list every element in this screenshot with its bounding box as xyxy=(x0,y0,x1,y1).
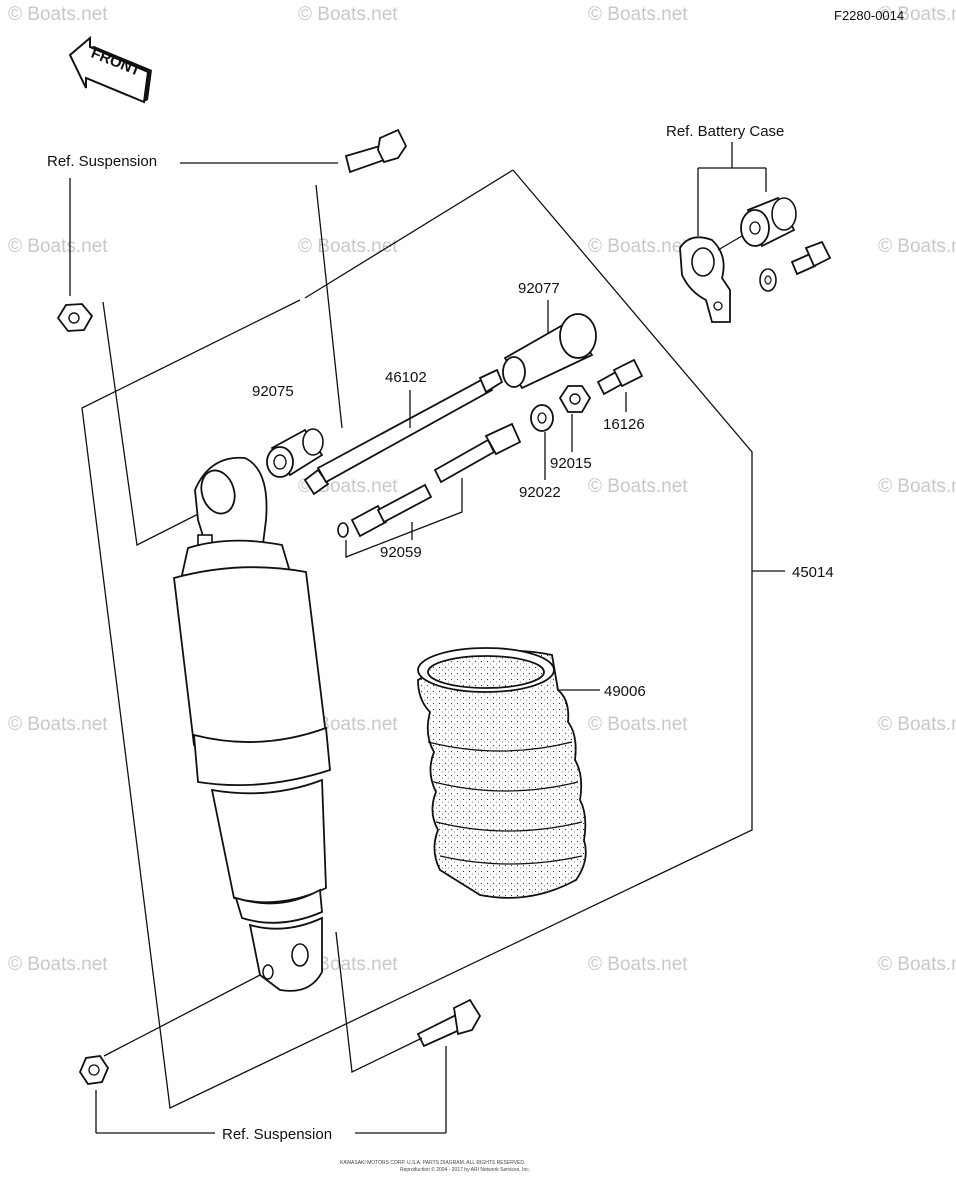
bottom-nut xyxy=(78,1055,110,1085)
nut-92015 xyxy=(558,385,592,413)
watermark: © Boats.net xyxy=(878,4,956,25)
collar-92077 xyxy=(502,313,597,390)
watermark: © Boats.net xyxy=(588,236,688,257)
watermark: © Boats.net xyxy=(878,476,956,497)
watermark: © Boats.net xyxy=(588,4,688,25)
footer-line-1: KAWASAKI MOTORS CORP. U.S.A. PARTS DIAGR… xyxy=(340,1160,525,1166)
label-49006: 49006 xyxy=(604,683,646,700)
bushing-92075 xyxy=(266,428,324,478)
footer-line-2: Reproduction © 2004 - 2017 by ARI Networ… xyxy=(400,1166,530,1173)
watermark: © Boats.net xyxy=(588,714,688,735)
diagram-code: F2280-0014 xyxy=(834,8,904,23)
bolt-46102 xyxy=(303,368,504,496)
label-16126: 16126 xyxy=(603,416,645,433)
pin-92059-upper xyxy=(433,422,522,484)
battery-case-grommet xyxy=(740,196,797,248)
top-bolt xyxy=(344,128,408,174)
front-arrow-icon: FRONT xyxy=(68,35,152,104)
watermark: © Boats.net xyxy=(8,4,108,25)
assembly-frame xyxy=(81,169,753,1109)
top-nut xyxy=(56,303,94,332)
assembly-frame-top xyxy=(304,169,514,299)
label-45014: 45014 xyxy=(792,564,834,581)
battery-case-bracket xyxy=(679,236,731,323)
shock-absorber xyxy=(173,456,331,992)
washer-92022 xyxy=(530,404,554,432)
battery-case-washer xyxy=(759,268,777,292)
watermark: © Boats.net xyxy=(298,4,398,25)
watermark: © Boats.net xyxy=(878,954,956,975)
ref-suspension-bottom: Ref. Suspension xyxy=(222,1126,332,1143)
watermark: © Boats.net xyxy=(878,236,956,257)
watermark: © Boats.net xyxy=(8,236,108,257)
watermark: © Boats.net xyxy=(298,954,398,975)
watermark: © Boats.net xyxy=(8,954,108,975)
watermark: © Boats.net xyxy=(8,714,108,735)
label-92015: 92015 xyxy=(550,455,592,472)
watermark: © Boats.net xyxy=(298,236,398,257)
watermark: © Boats.net xyxy=(588,954,688,975)
bottom-bolt xyxy=(416,998,482,1048)
label-92022: 92022 xyxy=(519,484,561,501)
ref-battery-case: Ref. Battery Case xyxy=(666,123,784,140)
label-92077: 92077 xyxy=(518,280,560,297)
fitting-16126 xyxy=(596,358,644,396)
ref-suspension-top: Ref. Suspension xyxy=(47,153,157,170)
dust-boot-49006 xyxy=(417,647,587,899)
battery-case-bolt xyxy=(790,240,832,276)
label-46102: 46102 xyxy=(385,369,427,386)
watermark: © Boats.net xyxy=(878,714,956,735)
label-92075: 92075 xyxy=(252,383,294,400)
label-92059: 92059 xyxy=(380,544,422,561)
pin-92059-lower xyxy=(337,483,433,538)
watermark: © Boats.net xyxy=(588,476,688,497)
